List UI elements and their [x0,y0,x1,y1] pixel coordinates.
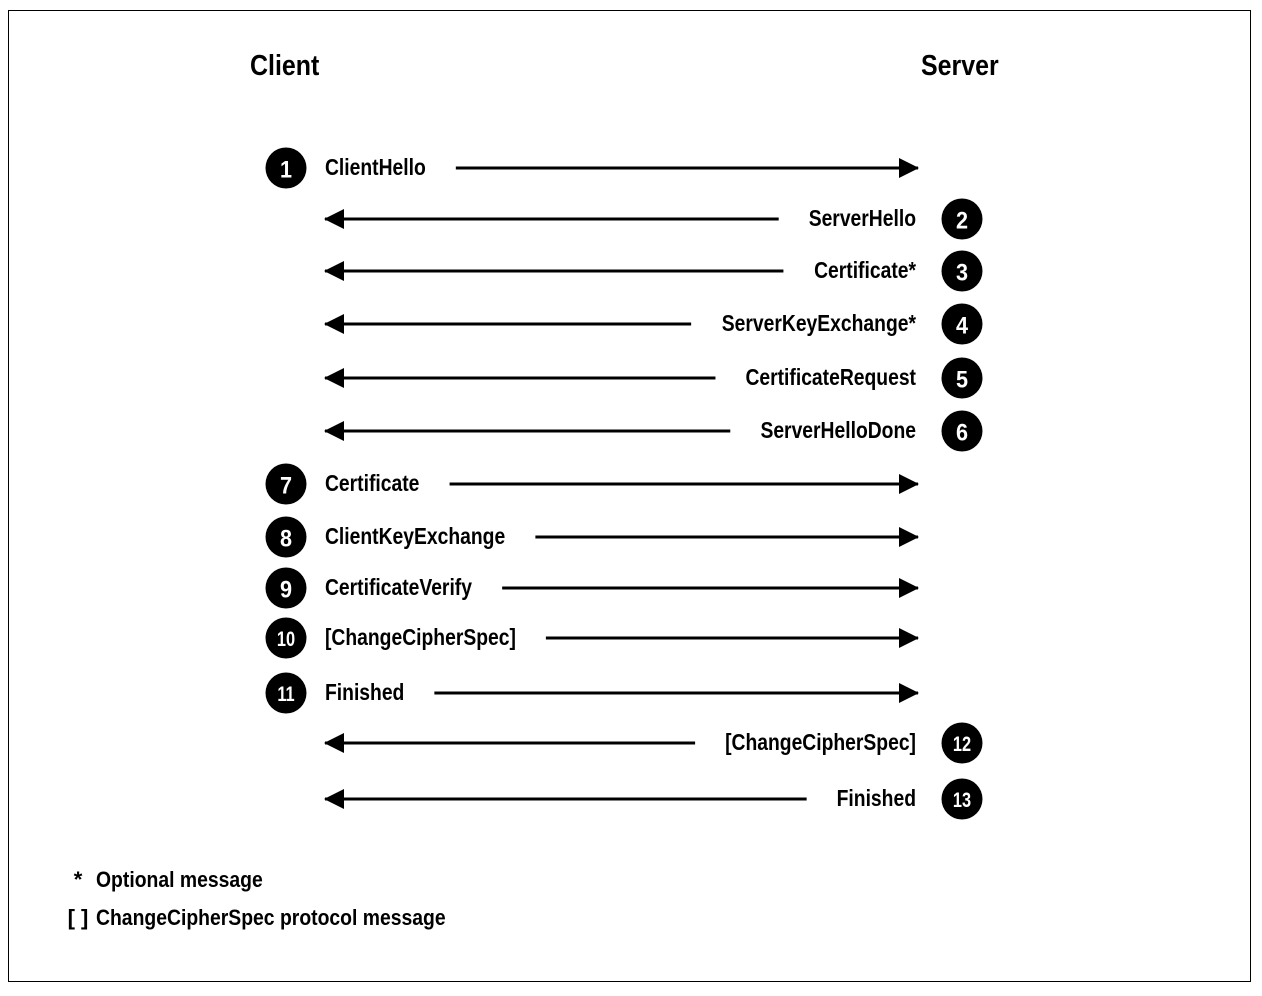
step-badge [265,672,307,714]
step-number: 12 [953,732,971,755]
legend-symbol-asterisk: * [73,867,83,892]
step-badge [265,463,307,505]
message-row-10: 10 [ChangeCipherSpec] [265,617,919,659]
message-row-3: 3 Certificate* [324,250,983,292]
step-badge [941,303,983,345]
message-label: CertificateRequest [745,366,916,391]
message-label: [ChangeCipherSpec] [725,731,916,756]
step-number: 7 [280,471,292,498]
message-label: [ChangeCipherSpec] [325,626,516,651]
message-row-6: 6 ServerHelloDone [324,410,983,452]
message-label: ServerKeyExchange* [722,312,917,337]
step-badge [265,516,307,558]
message-row-1: 1 ClientHello [265,147,919,189]
step-number: 1 [280,155,292,182]
message-row-11: 11 Finished [265,672,919,714]
message-label: Certificate [325,472,420,497]
step-number: 6 [956,418,968,445]
step-badge [941,357,983,399]
message-label: Finished [325,681,404,706]
step-number: 2 [956,206,968,233]
step-number: 13 [953,788,971,811]
message-row-2: 2 ServerHello [324,198,983,240]
step-number: 10 [277,627,295,650]
message-row-5: 5 CertificateRequest [324,357,983,399]
step-badge [941,250,983,292]
message-label: ClientKeyExchange [325,525,505,550]
step-number: 3 [956,258,968,285]
message-label: ClientHello [325,156,426,181]
message-label: Certificate* [814,259,917,284]
legend-optional: * Optional message [60,867,286,893]
message-label: Finished [837,787,916,812]
message-row-9: 9 CertificateVerify [265,567,919,609]
step-badge [941,722,983,764]
legend-symbol-brackets: [ ] [67,905,89,930]
message-row-8: 8 ClientKeyExchange [265,516,919,558]
step-badge [941,778,983,820]
client-heading: Client [250,50,320,82]
legend-changecipherspec: [ ] ChangeCipherSpec protocol message [60,905,493,931]
message-row-13: 13 Finished [324,778,983,820]
message-row-12: 12 [ChangeCipherSpec] [324,722,983,764]
step-badge [941,410,983,452]
message-label: ServerHelloDone [760,419,916,444]
diagram-frame [8,10,1251,982]
message-label: CertificateVerify [325,576,472,601]
message-row-4: 4 ServerKeyExchange* [324,303,983,345]
step-number: 5 [956,365,968,392]
step-badge [265,147,307,189]
message-label: ServerHello [809,207,916,232]
step-number: 8 [280,524,292,551]
legend-text-optional: Optional message [96,867,263,892]
step-number: 9 [280,575,292,602]
step-number: 11 [277,682,294,705]
step-number: 4 [956,311,968,338]
step-badge [265,617,307,659]
legend-text-changecipherspec: ChangeCipherSpec protocol message [96,905,446,930]
step-badge [941,198,983,240]
server-heading: Server [921,50,999,82]
message-row-7: 7 Certificate [265,463,919,505]
step-badge [265,567,307,609]
